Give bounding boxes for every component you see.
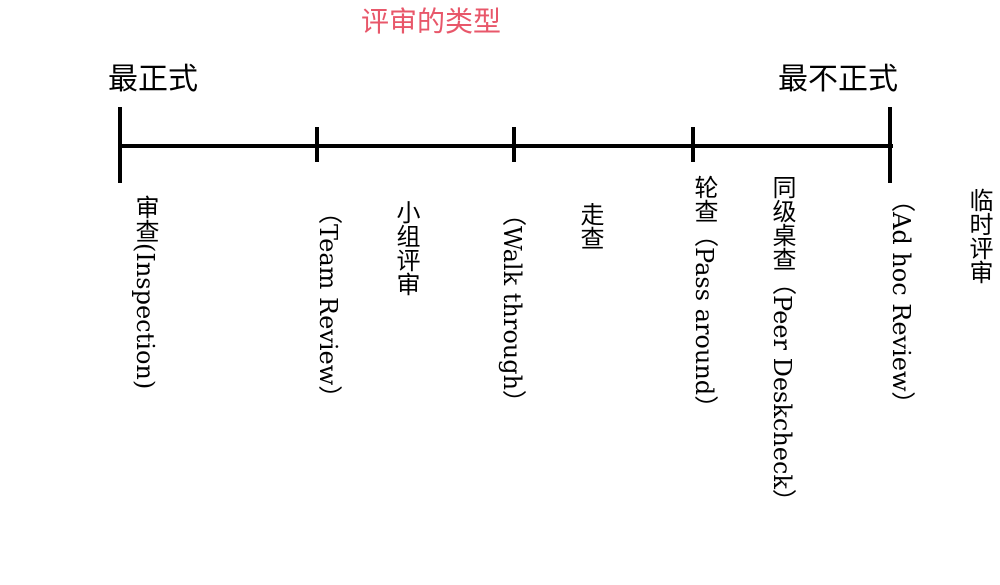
review-type-inspection: 审查(Inspection) <box>106 195 210 389</box>
review-type-walkthrough-line-2: （Walk through） <box>498 202 526 415</box>
diagram-title: 评审的类型 <box>360 5 501 38</box>
review-type-team-review: 小组评审 （Team Review） <box>289 200 471 409</box>
review-type-team-review-line-2: （Team Review） <box>314 200 342 410</box>
review-type-pass-around-line: 轮查（Pass around） <box>690 175 718 420</box>
review-type-inspection-line-1: 审查(Inspection) <box>131 195 159 390</box>
axis-end-tick-right <box>888 107 892 183</box>
axis-end-tick-left <box>118 107 122 183</box>
review-type-ad-hoc-review: 临时评审 （Ad hoc Review） <box>862 188 1000 416</box>
most-formal-label: 最正式 <box>108 62 198 97</box>
review-type-ad-hoc-line-1: 临时评审 <box>965 188 993 284</box>
axis-tick-walkthrough <box>512 127 516 162</box>
review-type-ad-hoc-line-2: （Ad hoc Review） <box>887 188 915 416</box>
review-type-peer-deskcheck-pass-around: 同级桌查（Peer Deskcheck） 轮查（Pass around） <box>665 175 847 513</box>
least-formal-label: 最不正式 <box>778 62 898 97</box>
formality-axis <box>119 144 893 148</box>
axis-tick-team-review <box>315 127 319 162</box>
review-type-walkthrough-line-1: 走查 <box>576 202 604 250</box>
review-type-peer-deskcheck-line: 同级桌查（Peer Deskcheck） <box>768 175 796 513</box>
review-type-walkthrough: 走查 （Walk through） <box>473 202 655 414</box>
review-type-team-review-line-1: 小组评审 <box>392 200 420 296</box>
axis-tick-pass-around <box>691 127 695 162</box>
